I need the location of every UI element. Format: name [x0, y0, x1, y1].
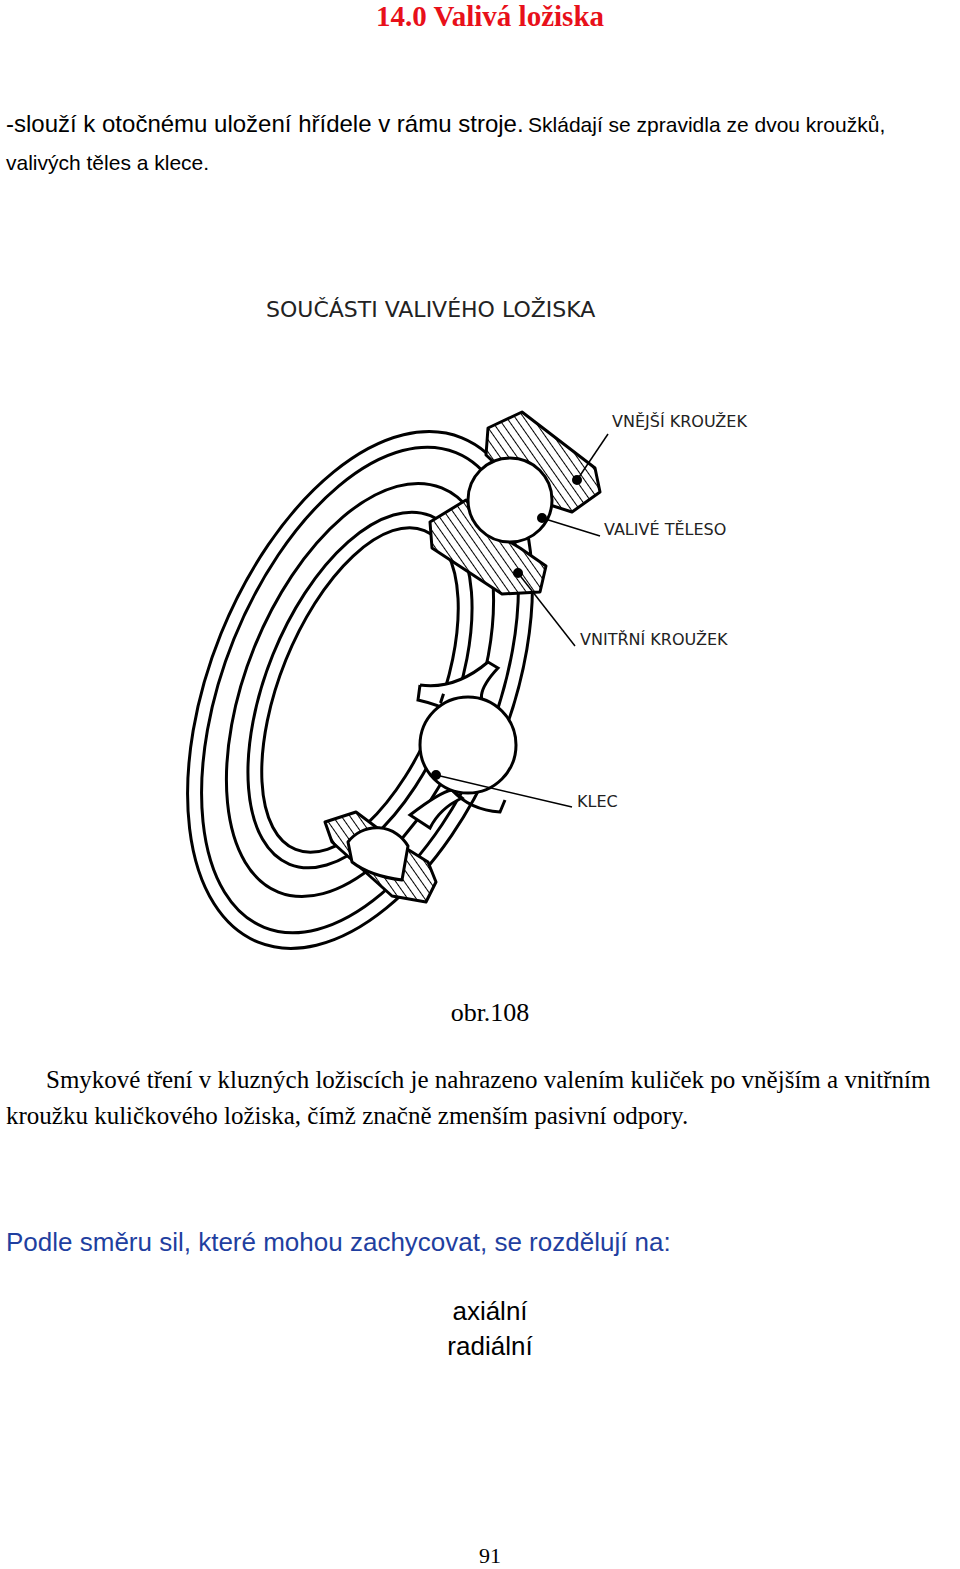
drawing-stroke — [518, 573, 575, 646]
figure-caption: obr.108 — [390, 998, 590, 1028]
bearing-rings — [119, 382, 601, 999]
drawing-stroke — [436, 775, 572, 807]
page-title: 14.0 Valivá ložiska — [20, 0, 960, 33]
top-section — [430, 412, 600, 594]
drawing-stroke — [577, 434, 608, 480]
intro-text: -slouží k otočnému uložení hřídele v rám… — [6, 110, 524, 137]
drawing-stroke — [119, 382, 601, 999]
drawing-stroke — [348, 828, 408, 880]
drawing-stroke — [410, 790, 462, 828]
cage-section — [410, 662, 516, 828]
part-label: VNITŘNÍ KROUŽEK — [580, 630, 800, 650]
part-label: VNĚJŠÍ KROUŽEK — [612, 412, 812, 432]
body-paragraph: Smykové tření v kluzných ložiscích je na… — [6, 1062, 956, 1134]
intro-paragraph: -slouží k otočnému uložení hřídele v rám… — [6, 106, 956, 183]
part-label: VALIVÉ TĚLESO — [604, 520, 804, 540]
drawing-stroke — [420, 697, 516, 793]
figure-heading: SOUČÁSTI VALIVÉHO LOŽISKA — [266, 296, 666, 324]
part-label: KLEC — [577, 792, 677, 812]
drawing-stroke — [138, 402, 582, 979]
bottom-section — [325, 812, 436, 902]
page-number: 91 — [440, 1542, 540, 1569]
drawing-stroke — [542, 518, 600, 536]
blue-heading: Podle směru sil, které mohou zachycovat,… — [6, 1226, 956, 1259]
leader-lines — [436, 434, 608, 807]
list-item: radiální — [290, 1330, 690, 1363]
drawing-stroke — [325, 812, 436, 902]
drawing-stroke — [468, 458, 552, 542]
list-item: axiální — [290, 1295, 690, 1328]
